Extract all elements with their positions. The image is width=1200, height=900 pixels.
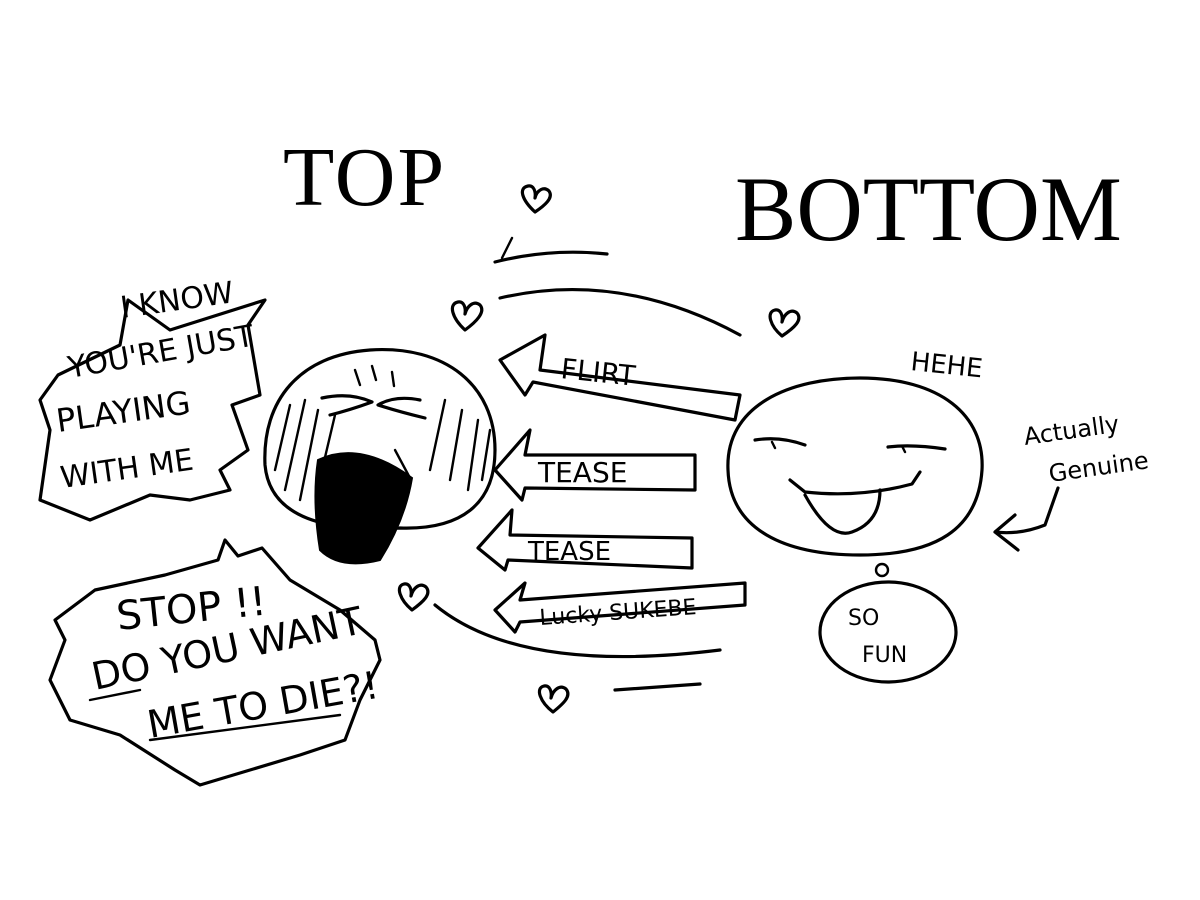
heart-icon [520, 184, 552, 214]
motion-line [498, 287, 742, 337]
motion-line [433, 603, 722, 659]
tease1-label: TEASE [537, 456, 627, 489]
heart-icon [768, 308, 801, 338]
heart-icon [397, 582, 430, 612]
strike-line [88, 688, 142, 702]
heart-icon [450, 300, 484, 332]
tease2-label: TEASE [527, 537, 611, 567]
left-bubble-line1: I KNOW [118, 275, 236, 325]
tease-arrow-2[interactable]: TEASE [476, 508, 694, 572]
left-bubble-line3: PLAYING [54, 384, 193, 440]
thought-bubble [818, 580, 958, 684]
left-bubble-line4: WITH ME [58, 443, 195, 496]
underline [148, 713, 342, 742]
motion-line [500, 236, 514, 260]
thought-dot [874, 562, 890, 578]
lucky-arrow[interactable]: Lucky SUKEBE [493, 581, 747, 634]
shout-bubble-outline [48, 538, 382, 787]
flirt-arrow[interactable]: FLIRT [498, 333, 742, 422]
flustered-face [263, 347, 497, 565]
lucky-label: Lucky SUKEBE [539, 595, 698, 631]
top-heading: TOP [283, 131, 446, 224]
left-bubble-line2: YOU'RE JUST [64, 319, 257, 386]
thought-line1: SO [848, 606, 879, 631]
motion-line [493, 250, 609, 264]
note-line1: Actually [1022, 410, 1121, 451]
flirt-label: FLIRT [559, 352, 637, 393]
tease-arrow-1[interactable]: TEASE [493, 428, 697, 502]
note-arrow [993, 486, 1060, 552]
thought-line2: FUN [862, 643, 907, 668]
hehe-text: HEHE [909, 347, 984, 384]
motion-line [613, 682, 702, 692]
speech-bubble-outline [38, 298, 267, 522]
heart-icon [537, 684, 570, 714]
bottom-heading: BOTTOM [735, 158, 1122, 260]
note-line2: Genuine [1047, 446, 1150, 488]
smug-face [726, 376, 984, 557]
